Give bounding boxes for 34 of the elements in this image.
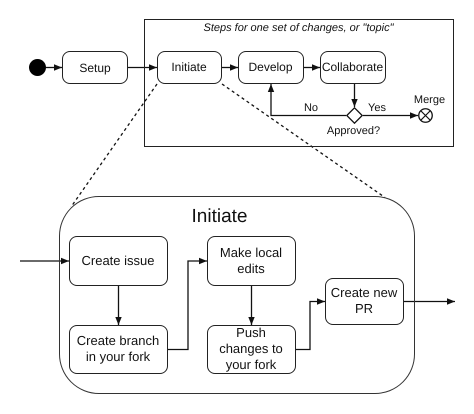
arrow (128, 64, 157, 71)
detail-panel (59, 196, 415, 394)
edge-label: Yes (366, 102, 388, 114)
process-box: Create branch in your fork (68, 324, 168, 374)
merge-node (418, 108, 432, 122)
process-box: Setup (62, 51, 128, 84)
process-box: Collaborate (320, 50, 386, 84)
arrow (351, 84, 358, 107)
arrow (20, 258, 69, 264)
arrow (296, 298, 325, 350)
decision-diamond (346, 106, 362, 124)
arrow (168, 258, 207, 350)
process-box: Initiate (156, 50, 222, 84)
arrow (46, 64, 62, 71)
process-box: Push changes to your fork (206, 324, 296, 374)
arrow (363, 112, 418, 119)
process-box: Develop (238, 50, 304, 84)
node-caption: Merge (412, 92, 446, 106)
arrow (115, 286, 122, 325)
arrow (268, 84, 346, 116)
process-box: Create issue (68, 236, 168, 286)
group-frame (144, 19, 454, 147)
arrow (404, 298, 455, 305)
start-node (29, 59, 46, 76)
arrow (248, 286, 255, 325)
arrow (222, 64, 238, 71)
dashed-line (70, 84, 158, 208)
process-box: Make local edits (206, 236, 296, 286)
arrow (304, 64, 320, 71)
edge-label: No (302, 102, 320, 114)
node-caption: Approved? (326, 124, 382, 138)
process-box: Create new PR (324, 278, 404, 324)
panel-title: Initiate (190, 204, 248, 228)
frame-title: Steps for one set of changes, or "topic" (202, 22, 395, 34)
